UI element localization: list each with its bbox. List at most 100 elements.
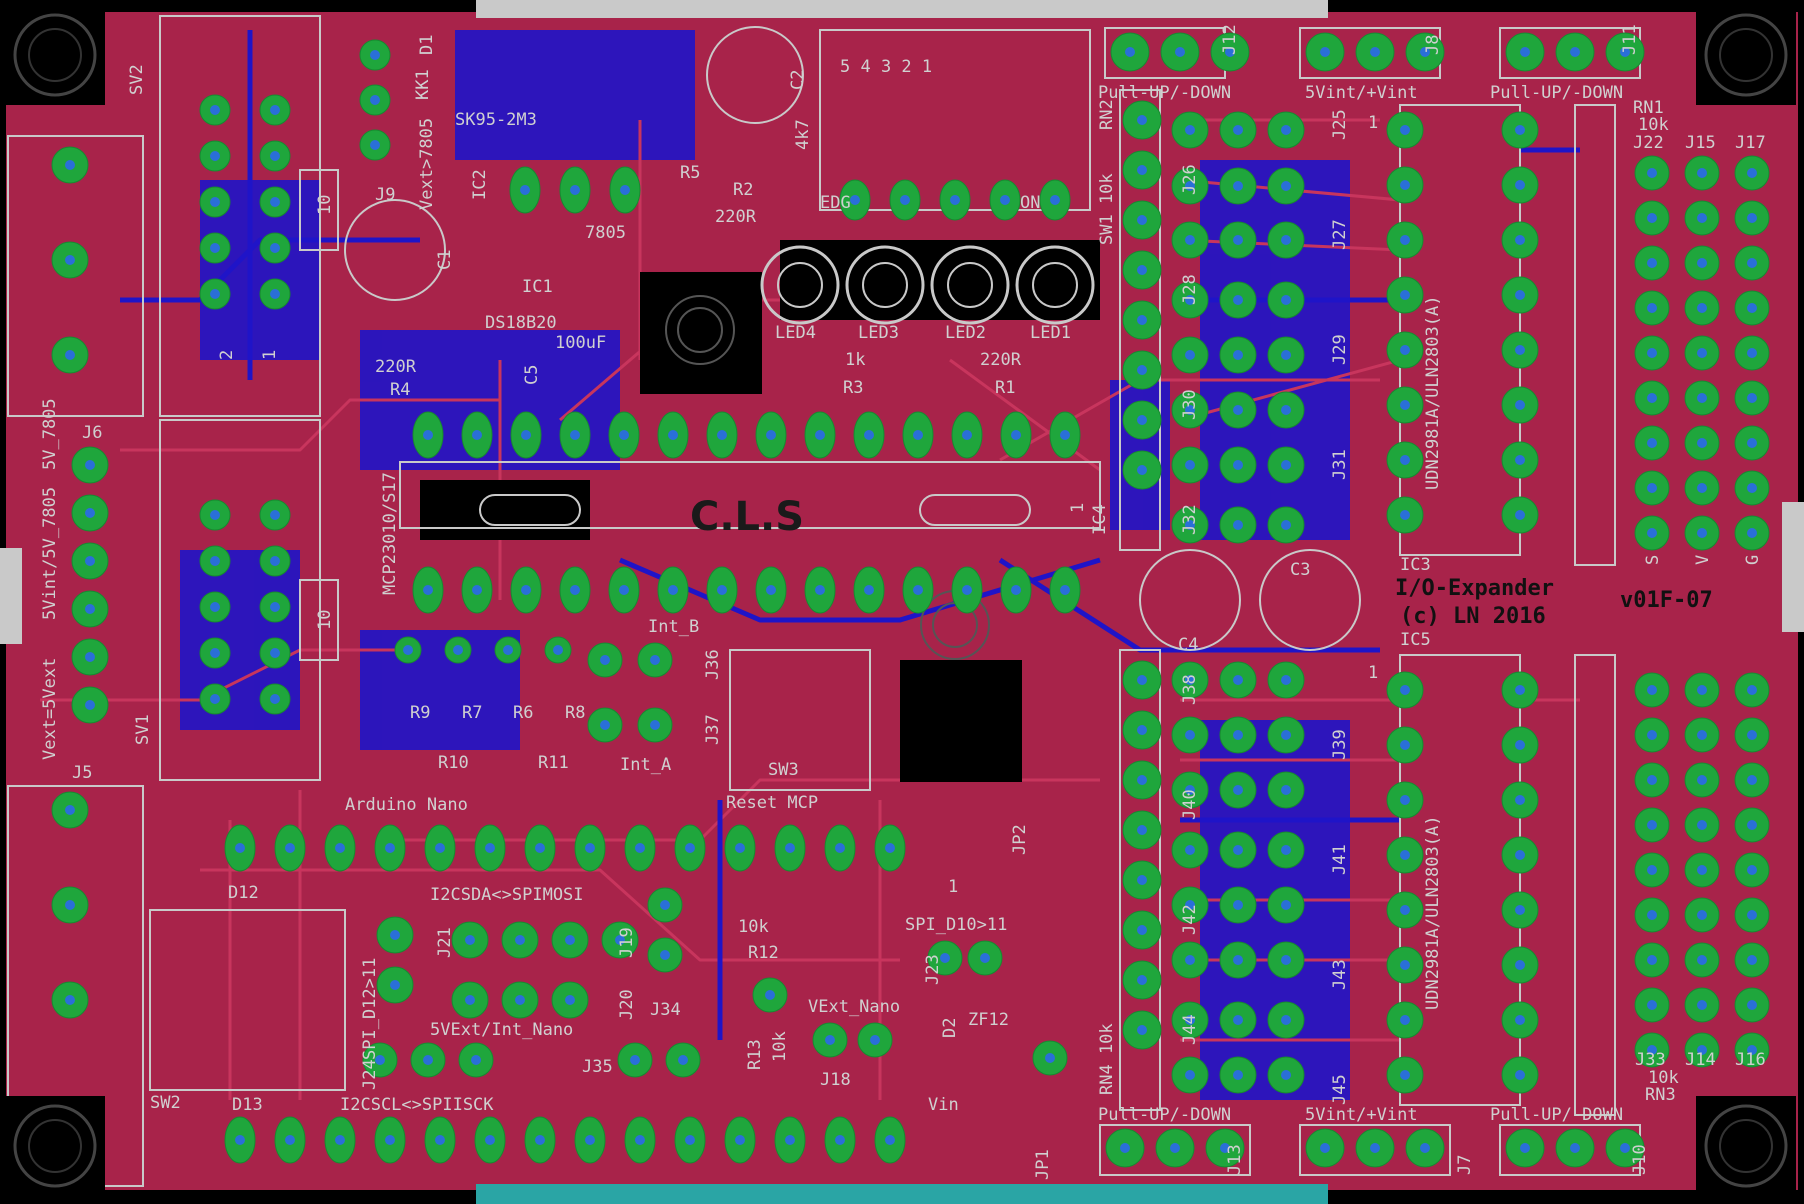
trace [200, 868, 900, 962]
drill [1747, 955, 1757, 965]
drill [1185, 785, 1195, 795]
drill [1137, 825, 1147, 835]
label-one: 1 [1068, 503, 1088, 513]
label-c3: C3 [1290, 560, 1310, 580]
drill [570, 430, 580, 440]
label-sw_nums: 5 4 3 2 1 [840, 57, 932, 77]
drill [635, 843, 645, 853]
label-uln1: UDN2981A/ULN2803(A) [1423, 296, 1443, 490]
drill [472, 430, 482, 440]
drill [1647, 168, 1657, 178]
drill [285, 1135, 295, 1145]
drill [1137, 265, 1147, 275]
drill [1370, 1143, 1380, 1153]
drill [1185, 350, 1195, 360]
label-r6: R6 [513, 703, 533, 723]
label-led2: LED2 [945, 323, 986, 343]
led-outline [1015, 245, 1095, 325]
drill [1520, 47, 1530, 57]
label-pullup3: Pull-UP/-DOWN [1098, 1105, 1231, 1125]
label-r1v: 220R [980, 350, 1022, 370]
label-s1: S [1643, 555, 1663, 565]
drill [1170, 1143, 1180, 1153]
label-edg: EDG [820, 193, 851, 213]
label-r13v: 10k [770, 1031, 790, 1062]
drill [1281, 295, 1291, 305]
label-kk1: KK1 [413, 69, 433, 100]
drill [1515, 685, 1525, 695]
drill [335, 1135, 345, 1145]
drill [1515, 795, 1525, 805]
drill [1400, 400, 1410, 410]
drill [1137, 775, 1147, 785]
drill [1185, 900, 1195, 910]
label-on: ON [1020, 193, 1040, 213]
drill [270, 648, 280, 658]
drill [270, 151, 280, 161]
drill [515, 995, 525, 1005]
drill [210, 510, 220, 520]
label-r1: R1 [995, 378, 1015, 398]
drill [1515, 960, 1525, 970]
label-i2cscl: I2CSCL<>SPIISCK [340, 1095, 494, 1115]
drill [390, 980, 400, 990]
drill [1281, 520, 1291, 530]
label-spid10: SPI_D10>11 [905, 915, 1007, 935]
drill [1515, 905, 1525, 915]
drill [600, 720, 610, 730]
label-j40: J40 [1180, 789, 1200, 820]
label-j29: J29 [1330, 334, 1350, 365]
drill [1400, 905, 1410, 915]
drill [1233, 520, 1243, 530]
label-j32: J32 [1180, 504, 1200, 535]
drill [1515, 850, 1525, 860]
drill [285, 843, 295, 853]
drill [962, 585, 972, 595]
label-j42: J42 [1180, 904, 1200, 935]
label-j30: J30 [1180, 389, 1200, 420]
label-j38: J38 [1180, 674, 1200, 705]
drill [1137, 725, 1147, 735]
drill [210, 648, 220, 658]
drill [1137, 1025, 1147, 1035]
drill [913, 585, 923, 595]
drill [1747, 168, 1757, 178]
drill [453, 645, 463, 655]
drill [620, 185, 630, 195]
drill [521, 430, 531, 440]
label-r2: R2 [733, 180, 753, 200]
drill [1747, 1045, 1757, 1055]
label-j9: J9 [375, 185, 395, 205]
label-c1: C1 [435, 250, 455, 270]
drill [1185, 125, 1195, 135]
drill [235, 843, 245, 853]
label-j13: J13 [1225, 1144, 1245, 1175]
drill [1281, 460, 1291, 470]
drill [535, 843, 545, 853]
drill [1747, 865, 1757, 875]
label-j6: J6 [82, 423, 102, 443]
drill [585, 843, 595, 853]
drill [210, 556, 220, 566]
drill [815, 430, 825, 440]
drill [570, 185, 580, 195]
label-j27: J27 [1330, 219, 1350, 250]
label-j23: J23 [923, 954, 943, 985]
drill [1120, 1143, 1130, 1153]
drill [270, 197, 280, 207]
drill [1281, 125, 1291, 135]
drill [1281, 730, 1291, 740]
drill [785, 843, 795, 853]
label-vsel3: Vext=5Vext [40, 658, 60, 760]
label-j31: J31 [1330, 449, 1350, 480]
drill [962, 430, 972, 440]
drill [717, 585, 727, 595]
drill [435, 1135, 445, 1145]
drill [635, 1135, 645, 1145]
label-sv1: SV1 [133, 714, 153, 745]
label-one: 1 [1368, 663, 1378, 683]
drill [1697, 438, 1707, 448]
label-rn1v: 10k [1638, 115, 1669, 135]
label-jp1: JP1 [1033, 1149, 1053, 1180]
